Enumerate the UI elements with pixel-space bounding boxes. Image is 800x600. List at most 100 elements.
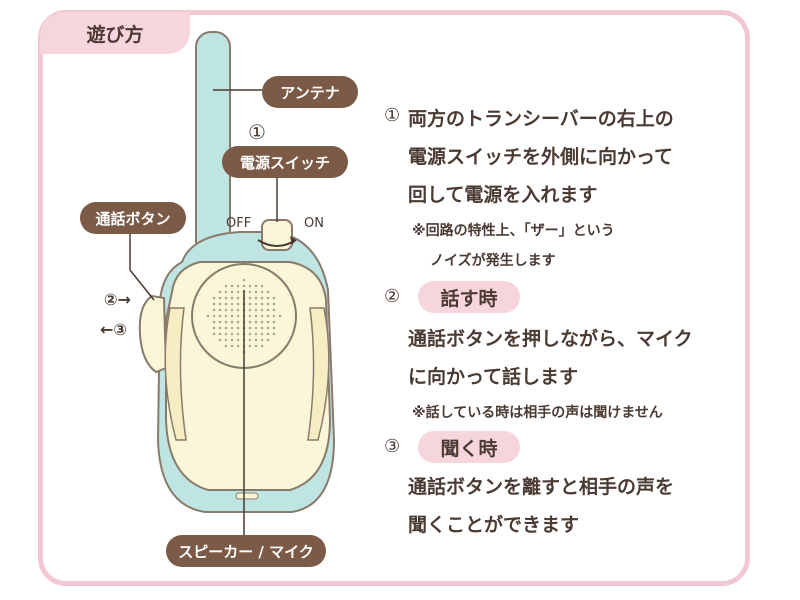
grille-dot [248,296,252,300]
grille-dot [272,296,276,300]
grille-dot [254,302,258,306]
grille-dot [236,326,240,330]
step2-number: ② [384,286,401,307]
grille-dot [254,290,258,294]
off-label: OFF [226,216,252,231]
grille-dot [218,290,222,294]
grille-dot [224,320,228,324]
grille-dot [218,326,222,330]
grille-dot [254,284,258,288]
speaker-mic-label: スピーカー / マイク [166,535,326,567]
grille-dot [272,332,276,336]
release-arrow: ←③ [100,320,127,339]
grille-dot [272,314,276,318]
grille-dot [254,314,258,318]
grille-dot [236,338,240,342]
step3-number: ③ [384,436,401,457]
talk-button-shape [138,294,168,374]
grille-dot [260,326,264,330]
grille-dot [266,314,270,318]
grille-dot [272,320,276,324]
grille-dot [254,332,258,336]
talk-button-label: 通話ボタン [80,202,186,234]
grille-dot [224,338,228,342]
grille-dot [248,326,252,330]
grille-dot [212,296,216,300]
grille-dot [236,290,240,294]
grille-dot [248,284,252,288]
grille-dot [260,308,264,312]
grille-dot [248,320,252,324]
step2-line: 通話ボタンを押しながら、マイク [408,328,693,350]
grille-dot [278,314,282,318]
grille-dot [254,338,258,342]
grille-dot [272,302,276,306]
step1-line: 電源スイッチを外側に向かって [408,146,674,168]
grille-dot [212,326,216,330]
grille-dot [218,314,222,318]
grille-dot [236,308,240,312]
grille-dot [224,332,228,336]
grille-dot [248,302,252,306]
grille-dot [218,338,222,342]
step1-note: ※回路の特性上、「ザー」という [412,223,615,239]
grille-dot [248,314,252,318]
grille-dot [218,320,222,324]
grille-dot [230,338,234,342]
step2-line: に向かって話します [408,366,579,388]
grille-dot [218,302,222,306]
grille-dot [230,332,234,336]
grille-dot [266,332,270,336]
grille-dot [260,302,264,306]
grille-dot [224,344,228,348]
grille-dot [224,308,228,312]
grille-dot [236,332,240,336]
grille-dot [266,296,270,300]
on-label: ON [304,216,324,231]
step1-line: 両方のトランシーバーの右上の [408,108,674,130]
press-arrow: ②→ [104,290,131,309]
grille-dot [230,326,234,330]
grille-dot [254,320,258,324]
antenna-label: アンテナ [262,76,358,108]
grille-dot [254,308,258,312]
step3-heading: 聞く時 [418,431,520,463]
grille-dot [248,308,252,312]
grille-dot [242,284,246,288]
grille-dot [230,290,234,294]
grille-dot [260,284,264,288]
page-title: 遊び方 [40,12,190,54]
grille-dot [224,284,228,288]
grille-dot [230,284,234,288]
grille-dot [212,308,216,312]
grille-dot [260,344,264,348]
grille-dot [242,278,246,282]
power-switch-label: 電源スイッチ [222,146,348,178]
grille-dot [206,314,210,318]
grille-dot [248,332,252,336]
grille-dot [272,326,276,330]
grille-dot [266,290,270,294]
grille-dot [236,320,240,324]
grille-dot [236,284,240,288]
grille-dot [224,314,228,318]
grille-dot [218,296,222,300]
grille-dot [248,290,252,294]
grille-dot [248,338,252,342]
grille-dot [224,302,228,306]
grille-dot [212,332,216,336]
step1-note: ノイズが発生します [430,253,556,269]
grille-dot [236,314,240,318]
grille-dot [230,314,234,318]
grille-dot [236,296,240,300]
grille-dot [260,314,264,318]
grille-dot [212,314,216,318]
power-step-number: ① [248,120,266,144]
grille-dot [224,290,228,294]
grille-dot [266,308,270,312]
grille-dot [260,290,264,294]
grille-dot [260,296,264,300]
grille-dot [272,308,276,312]
grille-dot [254,326,258,330]
